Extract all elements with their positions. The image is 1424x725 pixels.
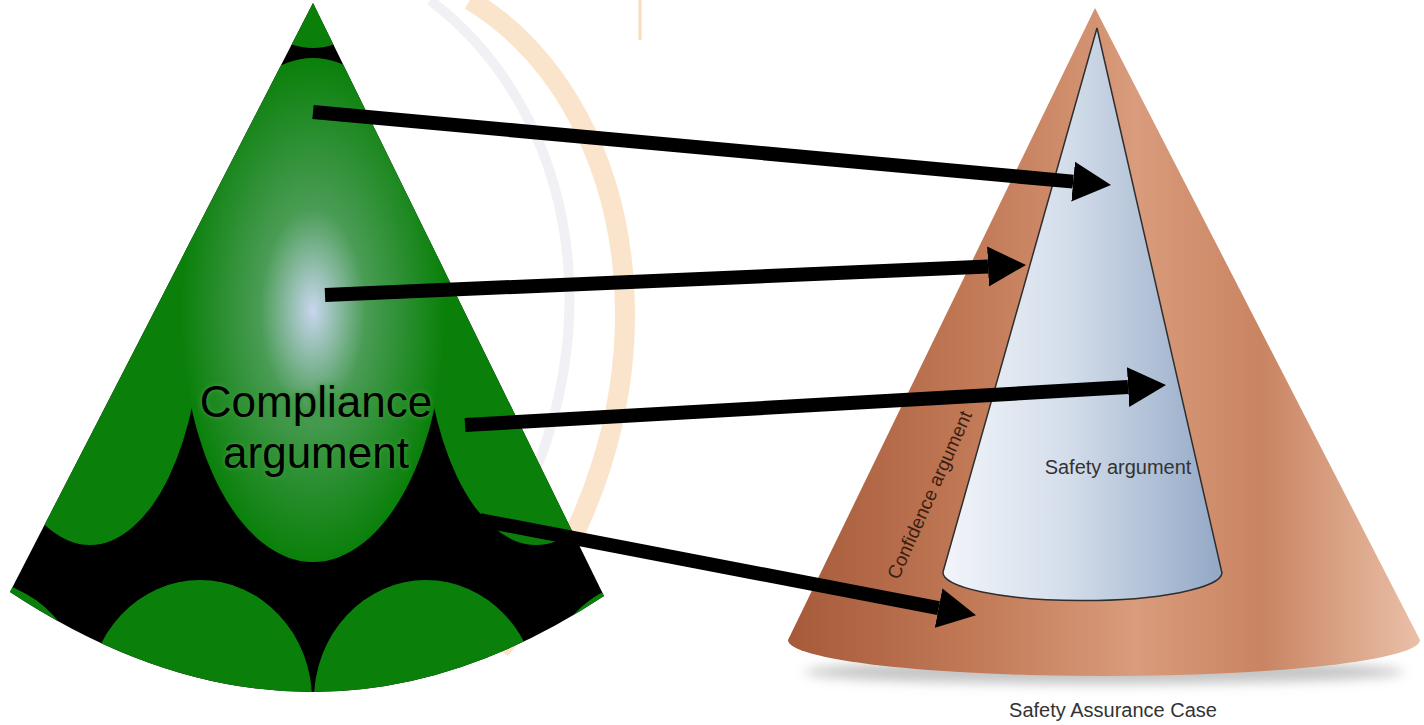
fan-spot bbox=[255, 0, 371, 48]
fan-highlight bbox=[181, 58, 445, 562]
compliance-label: Compliance argument bbox=[166, 377, 466, 478]
outer-cone bbox=[788, 8, 1420, 676]
safety-cone-outline bbox=[935, 20, 1230, 610]
compliance-fan-outline bbox=[0, 0, 612, 725]
fan-spot bbox=[88, 580, 312, 725]
cone-label: Safety argument bbox=[953, 456, 1283, 479]
arrow-connector bbox=[313, 112, 1073, 182]
assurance-cone: Safety Assurance CaseConfidence argument… bbox=[780, 0, 1424, 725]
fan-spot bbox=[540, 580, 764, 725]
watermark-line bbox=[639, 0, 642, 40]
fan-spot bbox=[424, 75, 648, 545]
fan-ground bbox=[0, 0, 612, 725]
compliance-fan: Compliance argument bbox=[0, 0, 612, 725]
fan-spot bbox=[314, 580, 538, 725]
safety-cone: Safety argument bbox=[935, 20, 1230, 610]
fan-spot bbox=[0, 75, 202, 545]
fan-spot bbox=[0, 580, 86, 725]
fan-pattern bbox=[0, 0, 764, 725]
inner-cone bbox=[943, 28, 1222, 601]
cone-caption: Safety Assurance Case bbox=[948, 699, 1278, 722]
